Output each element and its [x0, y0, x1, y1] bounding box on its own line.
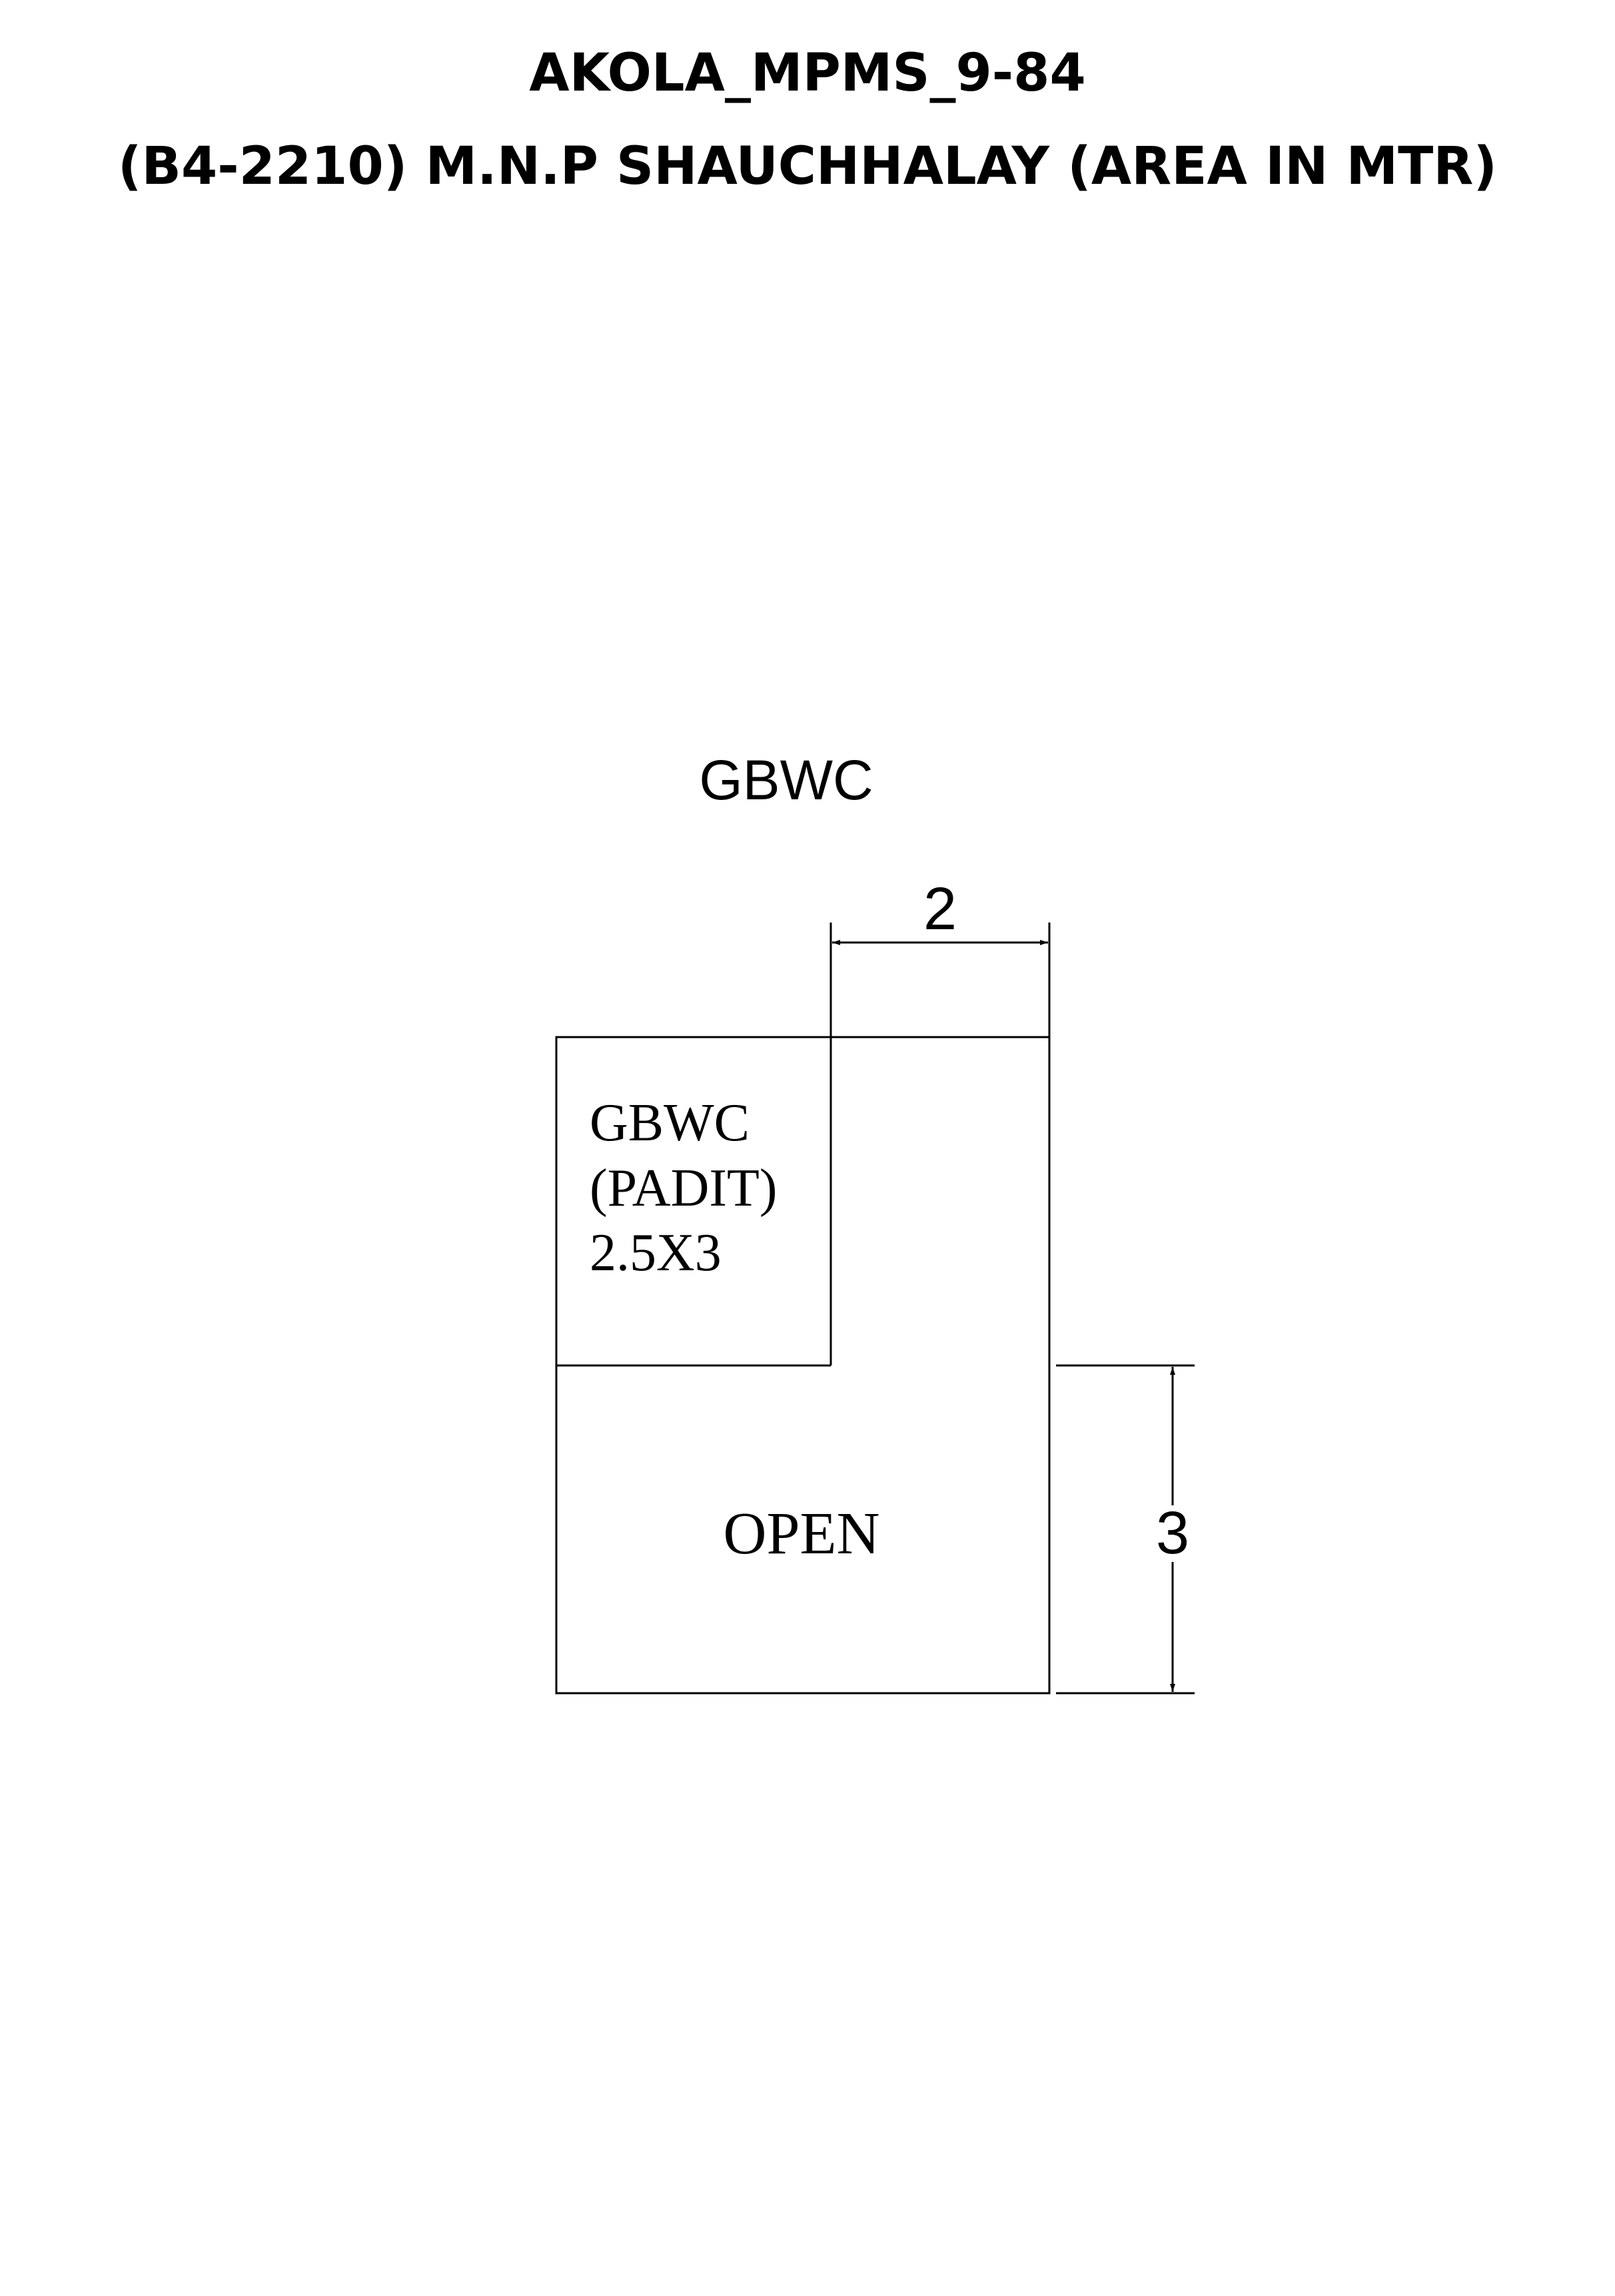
title-line-2: (B4-2210) M.N.P SHAUCHHALAY (AREA IN MTR…: [117, 137, 1498, 196]
title-block: AKOLA_MPMS_9-84 (B4-2210) M.N.P SHAUCHHA…: [0, 27, 1615, 213]
width-dimension-value: 2: [923, 876, 957, 943]
height-dimension-value: 3: [1156, 1500, 1189, 1567]
room-label-line-2: (PADIT): [590, 1159, 777, 1218]
open-area-label: OPEN: [723, 1501, 879, 1567]
room-label-line-3: 2.5X3: [590, 1224, 722, 1282]
plan-header-label: GBWC: [699, 749, 873, 811]
title-line-1: AKOLA_MPMS_9-84: [529, 43, 1086, 103]
room-label-line-1: GBWC: [590, 1094, 750, 1152]
